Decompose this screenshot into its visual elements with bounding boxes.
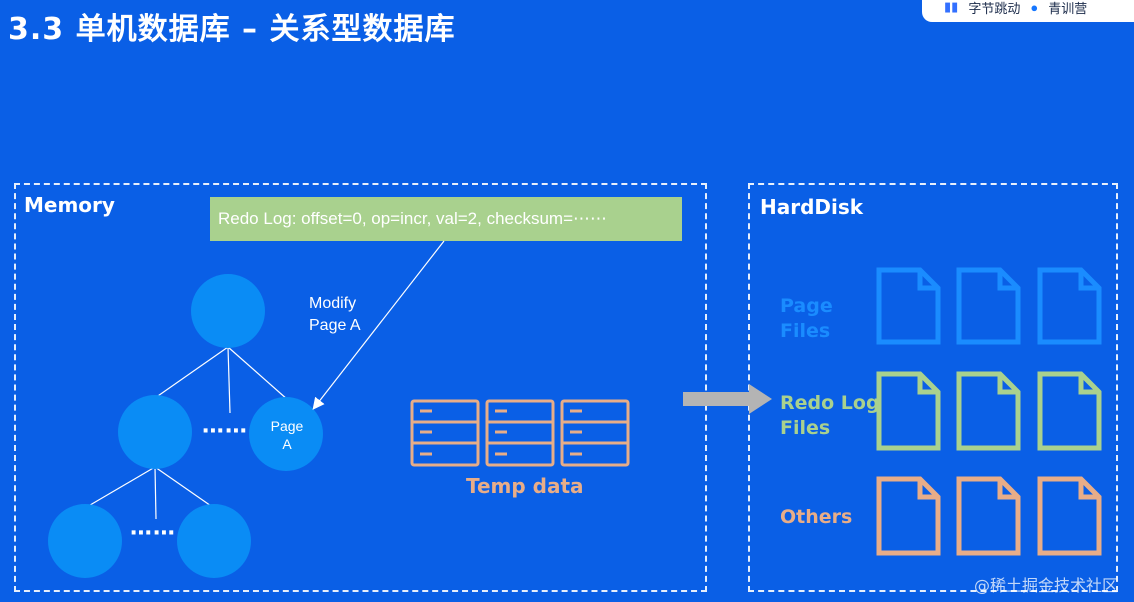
flush-arrow xyxy=(683,384,772,414)
page-files-label: Page Files xyxy=(780,294,833,344)
tree-node-leaf-left xyxy=(48,504,122,578)
tree-node-left xyxy=(118,395,192,469)
redo-log-banner: Redo Log: offset=0, op=incr, val=2, chec… xyxy=(210,197,682,241)
temp-data-label: Temp data xyxy=(466,474,584,498)
temp-data-servers xyxy=(410,399,630,467)
edge-child-mid xyxy=(154,466,157,520)
file-icon xyxy=(1037,267,1102,345)
redo-log-files-line1: Redo Log xyxy=(780,392,880,414)
file-icon xyxy=(956,476,1021,556)
others-label: Others xyxy=(780,505,852,530)
brand-left-text: 字节跳动 xyxy=(968,0,1021,16)
file-icon xyxy=(876,476,941,556)
page-a-label: Page A xyxy=(262,417,312,453)
other-files-row xyxy=(876,476,1102,556)
modify-arrow xyxy=(312,240,445,410)
page-files-line2: Files xyxy=(780,320,831,342)
others-line1: Others xyxy=(780,506,853,528)
tree-edges xyxy=(84,346,289,520)
camp-logo-icon: ● xyxy=(1030,0,1039,15)
modify-label: Modify Page A xyxy=(309,293,361,337)
file-icon xyxy=(876,371,941,451)
server-icon xyxy=(410,399,480,467)
footer-watermark: @稀土掘金技术社区 xyxy=(973,576,1118,595)
redo-log-files-row xyxy=(876,371,1102,451)
slide-title: 3.3 单机数据库 – 关系型数据库 xyxy=(8,12,456,47)
disk-files xyxy=(876,267,1102,556)
edge-root-pagea xyxy=(227,346,289,401)
redo-log-files-line2: Files xyxy=(780,417,831,439)
edge-root-left xyxy=(154,346,229,399)
file-icon xyxy=(956,267,1021,345)
redo-log-files-label: Redo Log Files xyxy=(780,391,880,441)
file-icon xyxy=(956,371,1021,451)
memory-label: Memory xyxy=(24,193,115,217)
brand-badge: ▮▮ 字节跳动 ● 青训营 xyxy=(922,0,1134,22)
memory-box xyxy=(14,183,707,592)
tree-node-leaf-right xyxy=(177,504,251,578)
harddisk-label: HardDisk xyxy=(760,195,864,219)
page-a-line2: A xyxy=(282,436,292,452)
bytedance-logo-icon: ▮▮ xyxy=(944,0,959,14)
tree-node-root xyxy=(191,274,265,348)
brand-right-text: 青训营 xyxy=(1048,0,1088,16)
ellipsis-level2: ⋯⋯ xyxy=(130,520,176,545)
edge-root-mid xyxy=(227,346,231,414)
page-files-row xyxy=(876,267,1102,345)
file-icon xyxy=(1037,476,1102,556)
page-files-line1: Page xyxy=(780,295,833,317)
file-icon xyxy=(876,267,941,345)
server-icon xyxy=(485,399,555,467)
ellipsis-level1: ⋯⋯ xyxy=(202,418,248,443)
file-icon xyxy=(1037,371,1102,451)
modify-label-line2: Page A xyxy=(309,317,361,334)
edge-child-right xyxy=(154,466,215,509)
tree-node-page-a xyxy=(249,397,323,471)
server-icon xyxy=(560,399,630,467)
edge-child-left xyxy=(84,466,156,509)
modify-label-line1: Modify xyxy=(309,295,357,312)
page-a-line1: Page xyxy=(270,418,304,434)
